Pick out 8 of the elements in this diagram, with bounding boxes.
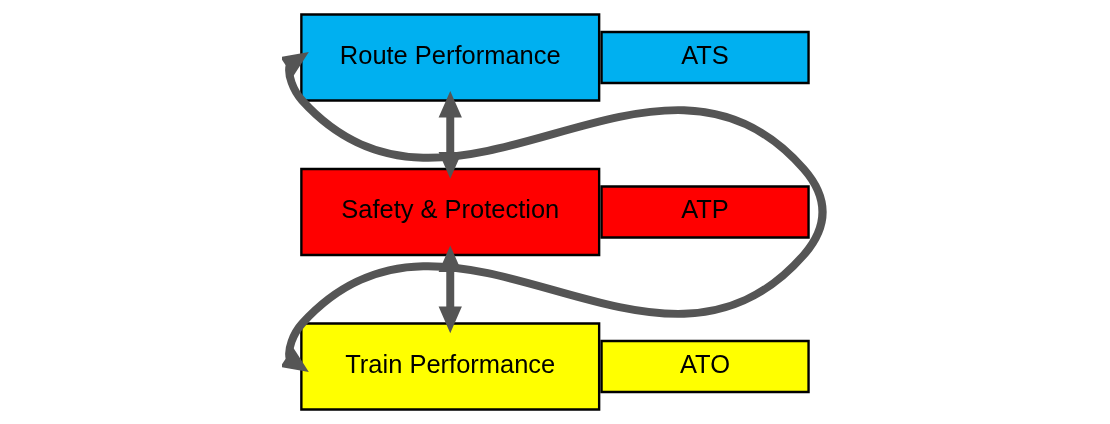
node-box: ATS — [599, 30, 810, 85]
arrow — [281, 52, 826, 372]
node-box: ATO — [599, 339, 810, 394]
node-box: ATP — [599, 185, 810, 239]
arrow — [438, 245, 462, 334]
node-box: Route Performance — [299, 13, 600, 102]
node-box: Safety & Protection — [299, 167, 600, 257]
node-box: Train Performance — [299, 322, 600, 411]
